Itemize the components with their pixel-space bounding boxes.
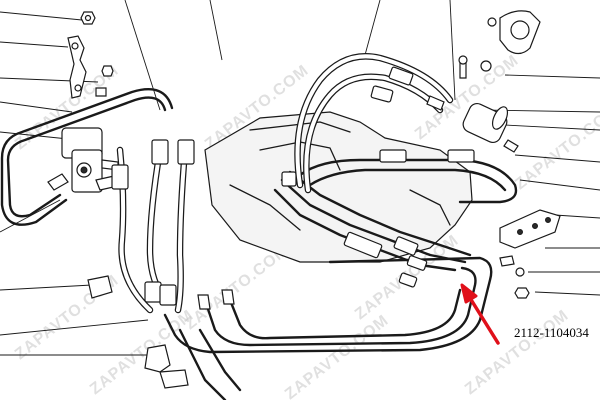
part-number-label: 2112-1104034: [514, 325, 589, 340]
top-leader-lines: [124, 0, 456, 111]
part-pointer-arrow: [460, 283, 500, 345]
fuel-tank: [204, 111, 473, 263]
watermark: ZAPAVTO.COM: [282, 312, 392, 400]
central-tubes: [273, 149, 518, 288]
right-leader-lines: [479, 74, 600, 296]
bottom-left-clips: [87, 275, 189, 389]
left-hose-bundle: [111, 139, 195, 314]
top-hose-loop: [294, 53, 454, 194]
top-right-clamp: [458, 10, 541, 79]
lower-fuel-lines: [163, 256, 493, 400]
left-bracket: [67, 11, 114, 99]
left-pipe-loop: [0, 88, 174, 226]
watermark: ZAPAVTO.COM: [512, 102, 600, 193]
regulator-assembly: [61, 127, 119, 193]
right-bracket: [499, 209, 561, 299]
fuel-filter: [462, 102, 519, 153]
